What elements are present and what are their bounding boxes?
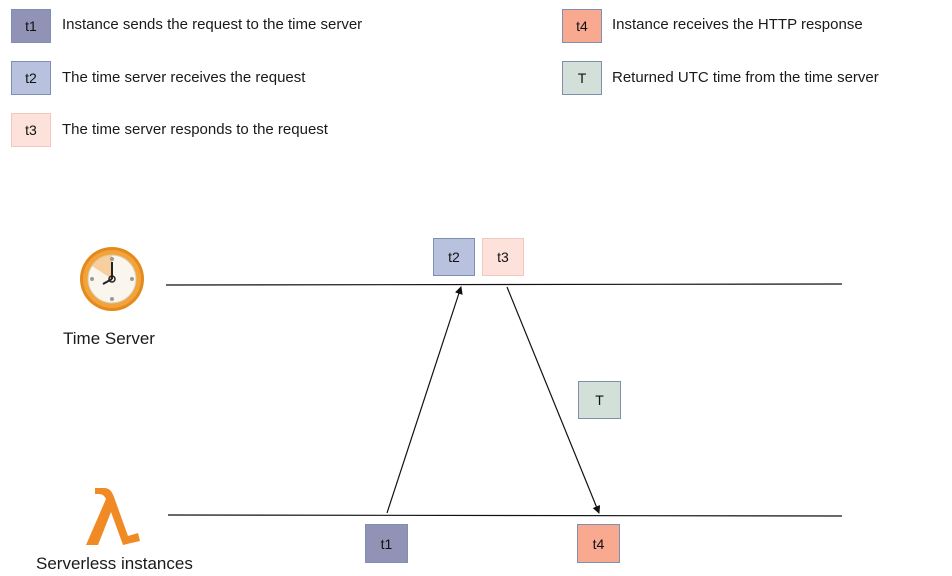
legend-badge-t4: t4 [562,9,602,43]
request-arrow [386,286,463,514]
time-server-label: Time Server [63,329,155,348]
marker-t3: t3 [482,238,524,276]
legend-badge-t2: t2 [11,61,51,95]
legend-text-t1: Instance sends the request to the time s… [62,16,363,33]
marker-t2: t2 [433,238,475,276]
instance-timeline [167,514,843,517]
response-arrow [506,286,601,514]
legend-text-t4: Instance receives the HTTP response [612,16,863,33]
legend-text-t2: The time server receives the request [62,69,306,86]
legend-badge-t1: t1 [11,9,51,43]
legend-badge-T: T [562,61,602,95]
marker-T: T [578,381,621,419]
legend-badge-t3: t3 [11,113,51,147]
serverless-instances-label: Serverless instances [36,554,193,573]
marker-t4: t4 [577,524,620,563]
lambda-icon [86,488,140,545]
legend-text-t3: The time server responds to the request [62,121,328,138]
server-timeline [165,283,843,286]
marker-t1: t1 [365,524,408,563]
clock-icon [80,247,144,311]
legend-text-T: Returned UTC time from the time server [612,69,879,86]
